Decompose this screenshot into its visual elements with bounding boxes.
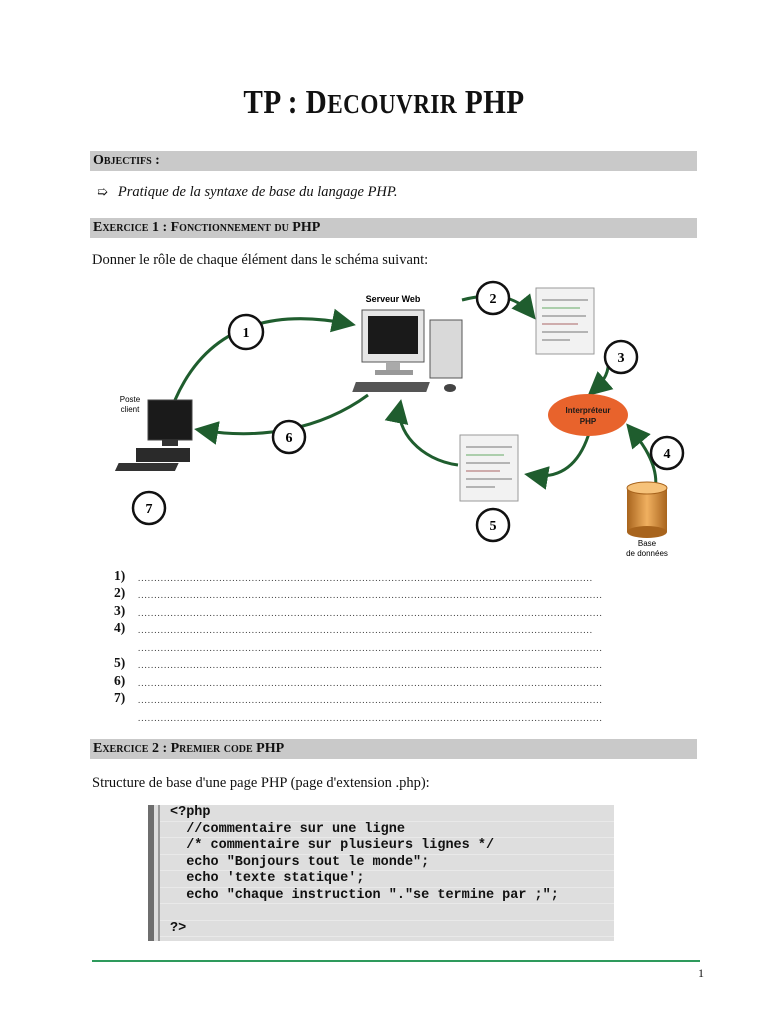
client-label-2: client <box>121 405 140 414</box>
footer-divider <box>92 960 700 962</box>
objective-text: Pratique de la syntaxe de base du langag… <box>117 184 398 200</box>
answer-row[interactable]: 1)......................................… <box>114 567 593 583</box>
answer-row[interactable]: 2)......................................… <box>114 585 603 600</box>
section-exercice2: Exercice 2 : Premier code PHP <box>90 739 697 759</box>
arrow-return <box>384 399 459 467</box>
answer-row[interactable]: 6)......................................… <box>114 672 603 688</box>
answer-row[interactable]: 4)......................................… <box>114 620 593 635</box>
server-label: Serveur Web <box>366 294 421 304</box>
html-document-icon <box>459 434 519 502</box>
php-workflow-diagram: Serveur Web Interpréteur PHP Base de don… <box>114 280 685 558</box>
answer-row[interactable]: 5)......................................… <box>114 655 603 670</box>
interpreter-label-1: Interpréteur <box>566 406 611 415</box>
code-line: ?> <box>160 921 614 937</box>
arrow-icon: ➯ <box>97 184 108 199</box>
exercice1-instruction: Donner le rôle de chaque élément dans le… <box>92 252 429 268</box>
client-label-1: Poste <box>120 395 141 404</box>
php-code-block: <?php //commentaire sur une ligne /* com… <box>148 805 614 941</box>
step-1-circle <box>227 313 265 351</box>
step-4-circle <box>649 435 685 471</box>
title-part1: TP : D <box>243 84 328 121</box>
code-line: //commentaire sur une ligne <box>160 822 614 838</box>
code-line: echo "Bonjours tout le monde"; <box>160 855 614 871</box>
title-part3: PHP <box>457 84 525 121</box>
answer-row[interactable]: ........................................… <box>138 712 603 723</box>
php-interpreter-icon <box>548 394 628 436</box>
step-5-label: 5 <box>490 519 497 534</box>
page-number: 1 <box>698 966 704 980</box>
interpreter-label-2: PHP <box>580 417 597 426</box>
step-5-circle <box>475 507 511 543</box>
step-6-circle <box>271 419 307 455</box>
code-line: echo "chaque instruction "."se termine p… <box>160 888 614 904</box>
answer-list: 1)......................................… <box>114 566 698 724</box>
answer-row[interactable]: 7)......................................… <box>114 690 603 705</box>
code-line: /* commentaire sur plusieurs lignes */ <box>160 838 614 855</box>
step-4-label: 4 <box>664 447 671 462</box>
code-line: echo 'texte statique'; <box>160 871 614 888</box>
db-label-2: de données <box>626 549 668 558</box>
arrow-5 <box>524 429 592 490</box>
db-label-1: Base <box>638 539 657 548</box>
objective-item: ➯ Pratique de la syntaxe de base du langa… <box>97 184 398 201</box>
title-part2: ECOUVRIR <box>327 89 458 119</box>
code-line: <?php <box>160 805 614 822</box>
step-6-label: 6 <box>286 431 293 446</box>
section-objectifs: Objectifs : <box>90 151 697 171</box>
step-2-label: 2 <box>490 292 497 307</box>
exercice2-instruction: Structure de base d'une page PHP (page d… <box>92 775 430 791</box>
step-2-circle <box>475 280 511 316</box>
section-exercice1: Exercice 1 : Fonctionnement du PHP <box>90 218 697 238</box>
step-7-circle <box>131 490 167 526</box>
web-server-icon <box>352 309 463 392</box>
database-icon <box>626 481 668 538</box>
code-line <box>160 904 614 921</box>
step-3-circle <box>603 339 639 375</box>
php-document-icon <box>535 287 595 355</box>
answer-row[interactable]: ........................................… <box>138 642 603 653</box>
step-1-label: 1 <box>243 326 250 341</box>
page-title: TP : DECOUVRIR PHP <box>54 84 714 122</box>
step-7-label: 7 <box>146 502 153 517</box>
client-computer-icon <box>114 399 193 471</box>
answer-row[interactable]: 3)......................................… <box>114 602 603 618</box>
step-3-label: 3 <box>618 351 625 366</box>
